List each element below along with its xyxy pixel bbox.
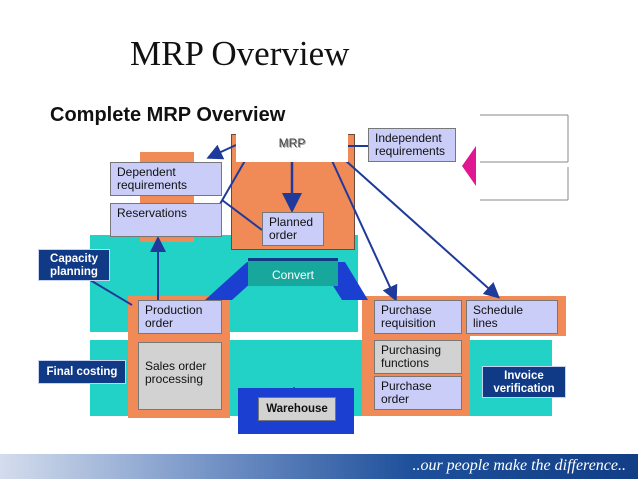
production-order-box: Production order (138, 300, 222, 334)
purchase-requisition-box: Purchase requisition (374, 300, 462, 334)
arrow-mrp-dependent (206, 144, 237, 160)
production-order-label: Production order (145, 303, 203, 330)
capacity-planning-label: Capacity planning (50, 253, 98, 278)
planned-order-label: Planned order (269, 215, 314, 242)
arrow-mrp-schedule (335, 151, 500, 299)
schedule-lines-box: Schedule lines (466, 300, 558, 334)
sales-order-processing-box: Sales order processing (138, 342, 222, 410)
planned-order-box: Planned order (262, 212, 324, 246)
slide-title: MRP Overview (130, 34, 350, 73)
mrp-label: MRP (278, 136, 306, 150)
purchasing-functions-label: Purchasing functions (381, 343, 442, 370)
purchasing-functions-box: Purchasing functions (374, 340, 462, 374)
warehouse-box: Warehouse (258, 397, 336, 421)
purchase-order-box: Purchase order (374, 376, 462, 410)
mrp-box: MRP (236, 134, 348, 162)
invoice-verification-label: Invoice verification (493, 370, 555, 395)
sales-order-processing-label: Sales order processing (145, 359, 207, 386)
warehouse-label: Warehouse (266, 403, 328, 415)
reservations-box: Reservations (110, 203, 222, 237)
dependent-requirements-label: Dependent requirements (117, 165, 188, 192)
footer-bar (0, 454, 638, 479)
independent-requirements-box: Independent requirements (368, 128, 456, 162)
purchase-requisition-label: Purchase requisition (381, 303, 436, 330)
diagram-title: Complete MRP Overview (50, 104, 286, 126)
purchase-order-label: Purchase order (381, 379, 432, 406)
schedule-lines-label: Schedule lines (473, 303, 524, 330)
final-costing-label: Final costing (46, 366, 118, 378)
arrow-mrp-purch-req (327, 151, 398, 302)
convert-label: Convert (271, 268, 315, 282)
final-costing-box: Final costing (38, 360, 126, 384)
line-res-planned (221, 199, 263, 231)
dependent-requirements-box: Dependent requirements (110, 162, 222, 196)
convert-box: Convert (248, 258, 338, 286)
independent-requirements-label: Independent requirements (375, 131, 446, 158)
footer-slogan: ..our people make the difference.. (412, 457, 626, 474)
reservations-label: Reservations (117, 206, 188, 220)
capacity-planning-box: Capacity planning (38, 249, 110, 281)
magenta-arrow (462, 146, 476, 186)
invoice-verification-box: Invoice verification (482, 366, 566, 398)
